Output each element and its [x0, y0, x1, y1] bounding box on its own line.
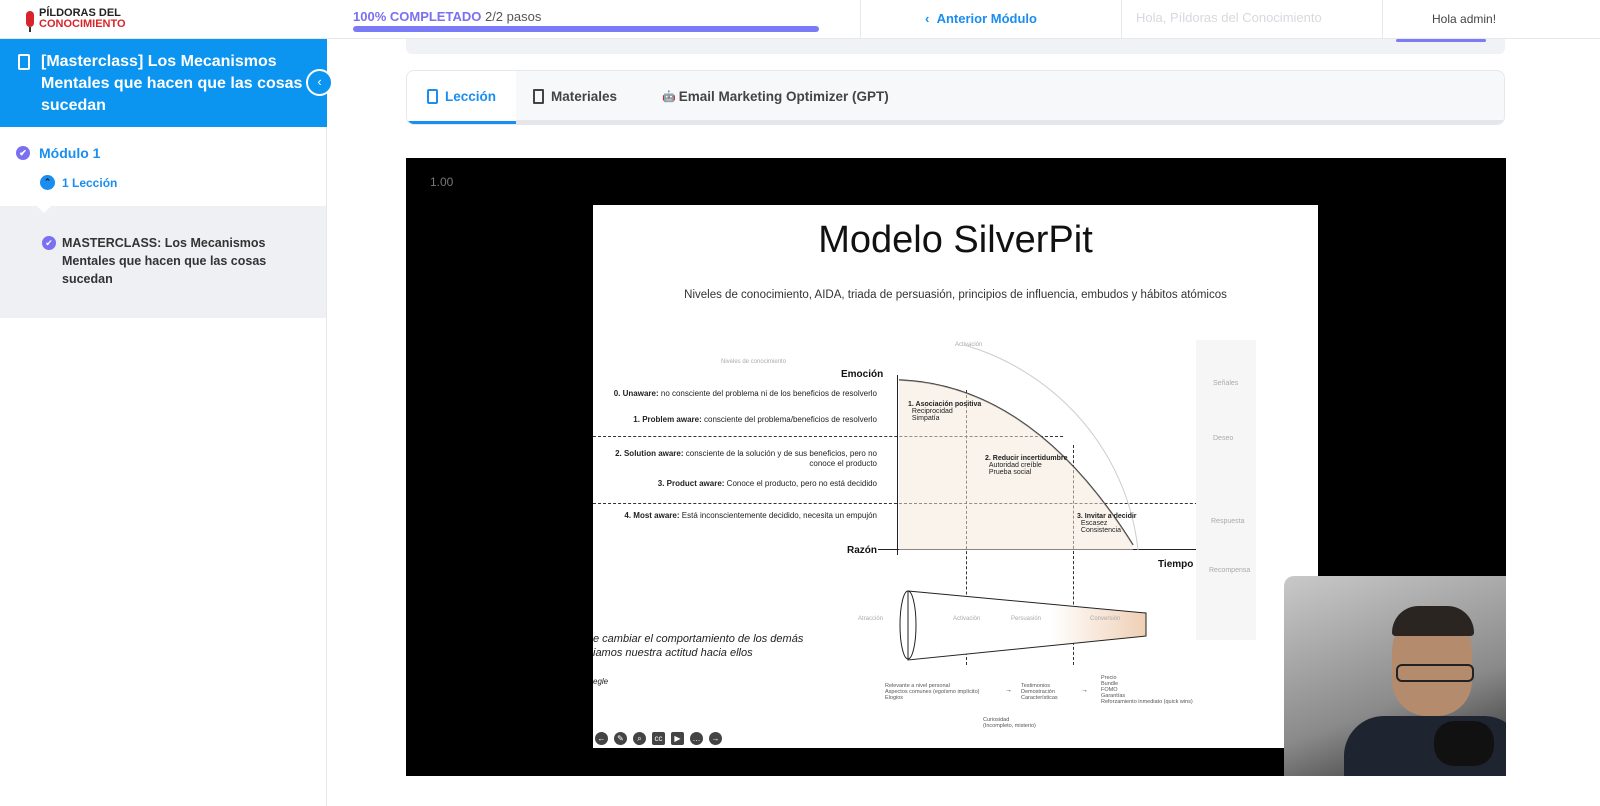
- action-button[interactable]: [1396, 39, 1486, 42]
- camera-icon[interactable]: ▶: [671, 732, 684, 745]
- lesson-title: MASTERCLASS: Los Mecanismos Mentales que…: [62, 236, 267, 286]
- check-icon: ✔: [16, 146, 30, 160]
- microphone: [1434, 721, 1494, 766]
- greeting-faded: Hola, Píldoras del Conocimiento: [1136, 10, 1322, 25]
- axis-time: Tiempo: [1158, 559, 1194, 570]
- aida-label: Señales: [1213, 380, 1239, 387]
- y-axis: [897, 375, 898, 555]
- top-card: [406, 39, 1505, 54]
- lessons-toggle[interactable]: ⌃ 1 Lección: [40, 175, 117, 190]
- aida-label: Respuesta: [1211, 518, 1245, 525]
- glasses: [1396, 664, 1474, 682]
- chevron-up-icon: ⌃: [40, 175, 55, 190]
- influence-list: Testimonios Demostración Características: [1021, 683, 1058, 701]
- presenter-hair: [1392, 606, 1474, 636]
- arrow-icon: →: [1081, 687, 1088, 694]
- zoom-icon[interactable]: ⌕: [633, 732, 646, 745]
- step-2: 2. Reducir incertidumbre Autoridad creíb…: [985, 455, 1068, 476]
- divider: [1121, 0, 1122, 39]
- activation-label: Activación: [955, 342, 983, 348]
- divider: [860, 0, 861, 39]
- divider-line: [1073, 445, 1074, 665]
- influence-list: Curiosidad (Incompleto, misterio): [983, 717, 1036, 729]
- awareness-curve: [898, 345, 1139, 551]
- user-greeting[interactable]: Hola admin!: [1432, 12, 1497, 26]
- progress-text: 100% COMPLETADO 2/2 pasos: [353, 9, 541, 24]
- playback-speed[interactable]: 1.00: [430, 175, 454, 189]
- microphone-icon: [26, 11, 34, 32]
- tab-label: Materiales: [551, 88, 618, 104]
- lessons-count: 1 Lección: [62, 175, 118, 190]
- lesson-item[interactable]: ✔ MASTERCLASS: Los Mecanismos Mentales q…: [0, 205, 326, 318]
- progress-steps: 2/2 pasos: [484, 9, 542, 24]
- check-icon: ✔: [42, 236, 56, 250]
- level-1: 1. Problem aware: consciente del problem…: [633, 415, 877, 424]
- more-icon[interactable]: …: [690, 732, 703, 745]
- funnel-diagram: [899, 590, 1147, 661]
- collapse-sidebar-button[interactable]: ‹: [306, 69, 333, 96]
- aida-column: [1196, 340, 1256, 640]
- divider-line: [593, 436, 1063, 437]
- logo-line2: CONOCIMIENTO: [39, 18, 126, 30]
- document-icon: [18, 54, 30, 70]
- tab-materiales[interactable]: Materiales: [513, 71, 637, 121]
- robot-icon: 🤖: [662, 90, 676, 103]
- divider: [1382, 0, 1383, 39]
- tab-label: Lección: [445, 88, 497, 104]
- level-2: 2. Solution aware: consciente de la solu…: [615, 449, 877, 468]
- slide-controls: ← ✎ ⌕ cc ▶ … →: [595, 732, 722, 745]
- tab-email-optimizer[interactable]: 🤖Email Marketing Optimizer (GPT): [642, 71, 909, 121]
- level-4: 4. Most aware: Está inconscientemente de…: [624, 511, 877, 520]
- levels-label: Niveles de conocimiento: [721, 359, 787, 365]
- arrow-icon: →: [1005, 687, 1012, 694]
- influence-list: Precio Bundle FOMO Garantías Reforzamien…: [1101, 675, 1193, 705]
- captions-icon[interactable]: cc: [652, 732, 665, 745]
- quote-author: egle: [593, 677, 609, 686]
- funnel-stage: Activación: [953, 616, 981, 622]
- book-icon: [533, 88, 544, 104]
- aida-label: Recompensa: [1209, 567, 1251, 574]
- document-icon: [427, 88, 438, 104]
- presenter-webcam: [1284, 576, 1506, 776]
- axis-emotion: Emoción: [841, 369, 884, 380]
- previous-module-label: Anterior Módulo: [936, 11, 1037, 26]
- back-icon[interactable]: ←: [595, 732, 608, 745]
- funnel-stage: Conversión: [1090, 616, 1121, 622]
- quote-line: e cambiar el comportamiento de los demás: [593, 633, 804, 645]
- funnel-stage: Atracción: [858, 616, 884, 622]
- tab-underline: [407, 120, 1504, 124]
- module-item[interactable]: ✔ Módulo 1: [16, 145, 100, 161]
- step-1: 1. Asociación positiva Reciprocidad Simp…: [908, 401, 982, 422]
- progress-label: 100% COMPLETADO: [353, 9, 482, 24]
- chevron-left-icon: ‹: [925, 11, 937, 26]
- tab-label: Email Marketing Optimizer (GPT): [678, 88, 889, 104]
- tab-leccion[interactable]: Lección: [407, 71, 517, 124]
- level-0: 0. Unaware: no consciente del problema n…: [613, 389, 877, 398]
- logo-line1: PÍLDORAS DEL: [39, 7, 121, 19]
- slide-title: Modelo SilverPit: [818, 219, 1093, 261]
- lesson-tabs: Lección Materiales 🤖Email Marketing Opti…: [406, 70, 1505, 125]
- pen-icon[interactable]: ✎: [614, 732, 627, 745]
- step-3: 3. Invitar a decidir Escasez Consistenci…: [1077, 513, 1137, 534]
- module-label: Módulo 1: [39, 145, 101, 161]
- influence-list: Relevante a nivel personal Aspectos comu…: [885, 683, 980, 701]
- previous-module-button[interactable]: ‹ Anterior Módulo: [925, 11, 1037, 26]
- presentation-slide: Modelo SilverPit Niveles de conocimiento…: [593, 205, 1318, 748]
- funnel-stage: Persuasión: [1011, 616, 1042, 622]
- aida-label: Deseo: [1213, 435, 1234, 442]
- axis-reason: Razón: [847, 545, 877, 556]
- forward-icon[interactable]: →: [709, 732, 722, 745]
- course-title-text: [Masterclass] Los Mecanismos Mentales qu…: [41, 53, 303, 114]
- slide-subtitle: Niveles de conocimiento, AIDA, triada de…: [684, 289, 1227, 301]
- progress-bar: [353, 26, 819, 32]
- quote-line: iamos nuestra actitud hacia ellos: [593, 647, 753, 659]
- course-sidebar: [Masterclass] Los Mecanismos Mentales qu…: [0, 39, 333, 806]
- level-3: 3. Product aware: Conoce el producto, pe…: [657, 479, 877, 488]
- video-player[interactable]: 1.00 Modelo SilverPit Niveles de conocim…: [406, 158, 1506, 776]
- course-title: [Masterclass] Los Mecanismos Mentales qu…: [0, 39, 327, 127]
